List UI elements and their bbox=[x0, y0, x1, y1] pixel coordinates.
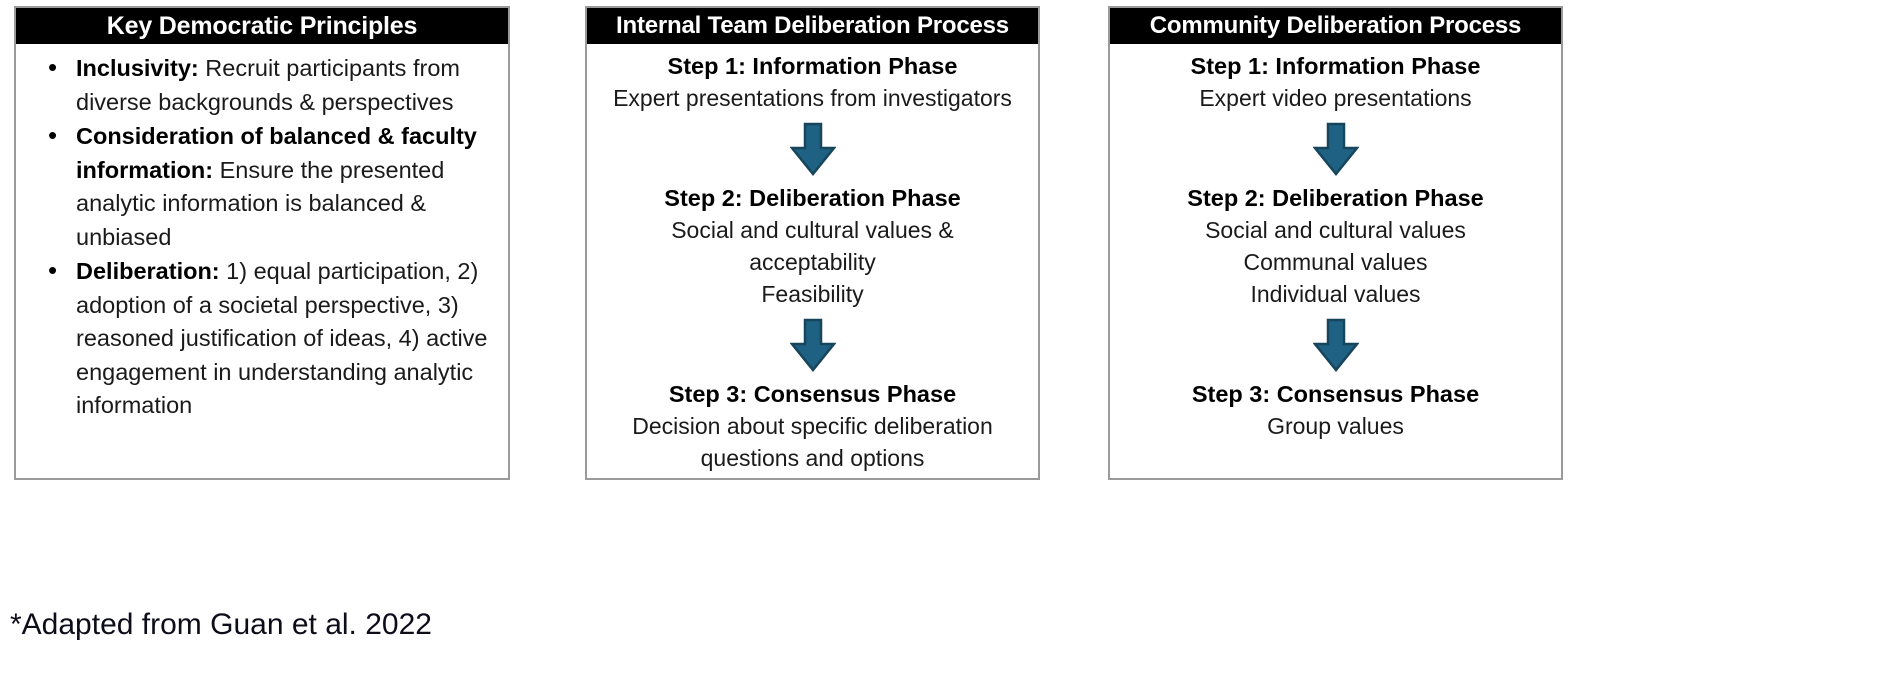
step-title: Step 1: Information Phase bbox=[667, 53, 958, 79]
step-line: acceptability bbox=[749, 249, 876, 275]
step-line: Social and cultural values bbox=[1205, 217, 1466, 243]
bullet-term: Consideration of balanced & faculty info… bbox=[76, 123, 477, 183]
step-line: Social and cultural values & bbox=[671, 217, 954, 243]
panel-community-deliberation-process: Community Deliberation Process Step 1: I… bbox=[1108, 6, 1563, 480]
step-line: Individual values bbox=[1250, 281, 1421, 307]
panel-title-community-deliberation-process: Community Deliberation Process bbox=[1110, 8, 1561, 44]
step-flow-arrow-down-icon bbox=[788, 318, 837, 372]
step-flow-arrow-down-icon bbox=[1311, 318, 1360, 372]
panel-key-democratic-principles: Key Democratic Principles Inclusivity: R… bbox=[14, 6, 510, 480]
step-title: Step 2: Deliberation Phase bbox=[664, 185, 961, 211]
step-flow-arrow-down-icon bbox=[1311, 122, 1360, 176]
bullet-text: Recruit participants from diverse backgr… bbox=[76, 55, 460, 115]
panel-title-internal-team-deliberation-process: Internal Team Deliberation Process bbox=[587, 8, 1038, 44]
bullet-text: Ensure the presented analytic informatio… bbox=[76, 156, 445, 250]
principles-list: Inclusivity: Recruit participants from d… bbox=[16, 44, 508, 423]
bullet-term: Deliberation: bbox=[76, 258, 220, 284]
panel-internal-team-deliberation-process: Internal Team Deliberation Process Step … bbox=[585, 6, 1040, 480]
source-footnote: *Adapted from Guan et al. 2022 bbox=[10, 608, 432, 641]
step-line: questions and options bbox=[700, 445, 925, 471]
step-flow-arrow-down-icon bbox=[788, 122, 837, 176]
list-item: Deliberation: 1) equal participation, 2)… bbox=[42, 254, 494, 423]
step-title: Step 1: Information Phase bbox=[1190, 53, 1481, 79]
step-title: Step 3: Consensus Phase bbox=[1191, 381, 1480, 407]
step-title: Step 3: Consensus Phase bbox=[668, 381, 957, 407]
community-steps: Step 1: Information Phase Expert video p… bbox=[1110, 44, 1561, 442]
step-line: Communal values bbox=[1243, 249, 1428, 275]
step-line: Decision about specific deliberation bbox=[632, 413, 993, 439]
bullet-text: 1) equal participation, 2) adoption of a… bbox=[76, 258, 488, 418]
step-line: Group values bbox=[1267, 413, 1404, 439]
step-line: Expert presentations from investigators bbox=[613, 85, 1012, 111]
panel-title-key-democratic-principles: Key Democratic Principles bbox=[16, 8, 508, 44]
internal-steps: Step 1: Information Phase Expert present… bbox=[587, 44, 1038, 474]
list-item: Inclusivity: Recruit participants from d… bbox=[42, 51, 494, 119]
step-line: Expert video presentations bbox=[1199, 85, 1472, 111]
list-item: Consideration of balanced & faculty info… bbox=[42, 119, 494, 254]
bullet-term: Inclusivity: bbox=[76, 55, 199, 81]
step-line: Feasibility bbox=[761, 281, 864, 307]
step-title: Step 2: Deliberation Phase bbox=[1187, 185, 1484, 211]
